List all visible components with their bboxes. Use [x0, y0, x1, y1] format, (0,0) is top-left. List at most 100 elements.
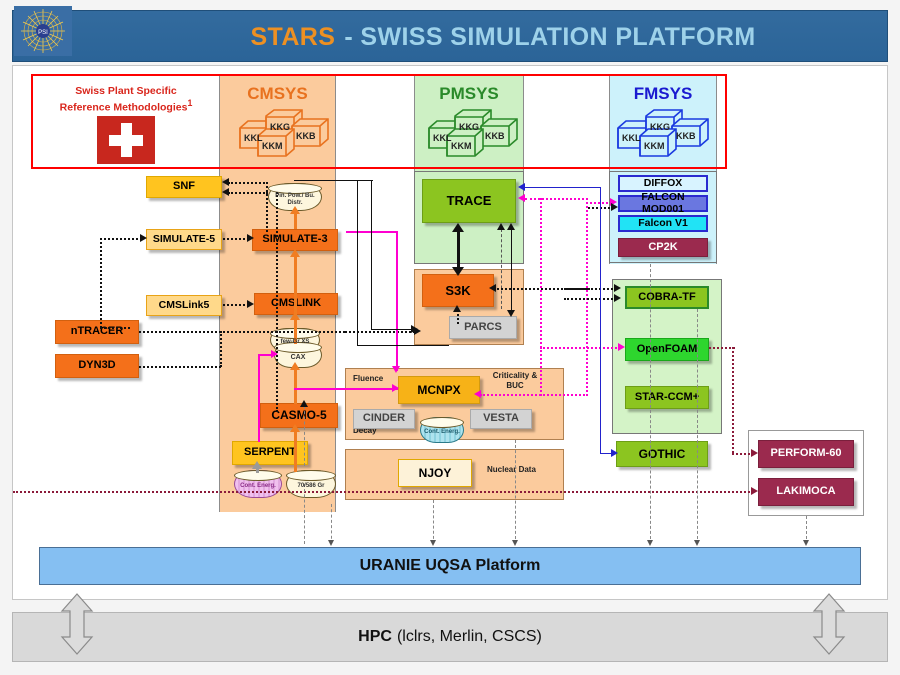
edge-pinpow-h	[294, 180, 372, 181]
svg-text:KKM: KKM	[451, 141, 472, 151]
fmsys-top-cell: FMSYS K	[609, 76, 717, 167]
node-vesta[interactable]: VESTA	[470, 409, 532, 429]
svg-text:KKM: KKM	[644, 141, 665, 151]
arrow-s3k-right	[489, 284, 496, 292]
svg-text:KKL: KKL	[622, 133, 641, 143]
arrow-trace-up	[452, 223, 464, 232]
hpc-link-arrow-right	[812, 593, 846, 655]
arrow-dred-perform	[751, 449, 758, 457]
uranie-platform-bar: URANIE UQSA Platform	[39, 547, 861, 585]
arrow-trace-blue	[518, 183, 525, 191]
title-accent: STARS	[250, 22, 336, 51]
node-falcon-v1[interactable]: Falcon V1	[618, 215, 708, 232]
arrow-mcnpx-top	[392, 366, 400, 373]
arrow-uranie-6	[803, 540, 809, 546]
edge-crit-v2	[540, 198, 542, 396]
arrow-snf-b	[222, 188, 229, 196]
arrow-serpent-up	[252, 461, 262, 469]
arrow-falcon-dotted	[611, 203, 618, 211]
arrow-uranie-1	[328, 540, 334, 546]
cmsys-top-cell: CMSYS K	[219, 76, 336, 167]
edge-trace-parcs	[511, 229, 512, 315]
arrow-sim5-out	[247, 234, 254, 242]
svg-text:KKM: KKM	[262, 141, 283, 151]
edge-to-s3k	[345, 331, 415, 333]
arrow-crit-left	[474, 390, 481, 398]
svg-text:PSI: PSI	[38, 30, 48, 36]
arrow-trace-parcs-up	[507, 223, 515, 230]
node-cobra-tf[interactable]: COBRA-TF	[625, 286, 709, 309]
arrow-sim5-in	[140, 234, 147, 242]
node-star-ccm[interactable]: STAR-CCM+	[625, 386, 709, 409]
edge-ntracer-right	[139, 331, 345, 333]
label-nuclear-data: Nuclear Data	[487, 465, 536, 474]
edge-dyn3d-v	[220, 331, 222, 367]
hpc-label-bold: HPC	[358, 628, 392, 645]
edge-aux-h	[357, 180, 373, 181]
arrow-openfoam-in	[618, 343, 625, 351]
cylinder-cont-energ-cmsys: Cont. Energ.	[234, 470, 282, 498]
edge-blue-gothic	[600, 453, 614, 454]
node-gothic[interactable]: GOTHIC	[616, 441, 708, 467]
label-criticality-buc: Criticality & BUC	[492, 371, 538, 390]
edge-s3k-parcs	[457, 310, 459, 324]
node-cp2k[interactable]: CP2K	[618, 238, 708, 257]
node-casmo-5[interactable]: CASMO-5	[260, 403, 338, 428]
edge-falcon-dotted	[588, 207, 614, 209]
edge-gr-up	[294, 428, 297, 472]
node-s3k[interactable]: S3K	[422, 274, 494, 307]
node-mcnpx[interactable]: MCNPX	[398, 376, 480, 404]
edge-sim3-up	[294, 212, 297, 229]
node-perform-60[interactable]: PERFORM-60	[758, 440, 854, 468]
node-openfoam[interactable]: OpenFOAM	[625, 338, 709, 361]
edge-dyn3d-right	[139, 366, 221, 368]
node-trace[interactable]: TRACE	[422, 179, 516, 223]
node-snf[interactable]: SNF	[146, 176, 222, 198]
edge-casmo-dash	[304, 406, 305, 466]
cylinder-70-586-gr: 70/586 Gr	[286, 470, 336, 498]
node-simulate-5[interactable]: SIMULATE-5	[146, 229, 222, 250]
arrow-trace-parcs-down	[507, 310, 515, 317]
svg-text:KKG: KKG	[650, 122, 670, 132]
edge-cmslink5-out	[223, 304, 249, 306]
arrow-sim3-up	[290, 206, 300, 214]
edge-trace-s3k	[457, 229, 460, 273]
arrow-uranie-4	[647, 540, 653, 546]
node-lakimoca[interactable]: LAKIMOCA	[758, 478, 854, 506]
node-dyn3d[interactable]: DYN3D	[55, 354, 139, 378]
node-ntracer[interactable]: nTRACER	[55, 320, 139, 344]
node-simulate-3[interactable]: SIMULATE-3	[252, 229, 338, 251]
node-diffox[interactable]: DIFFOX	[618, 175, 708, 192]
edge-ntracer-up	[100, 327, 130, 329]
arrow-casmo-mcnpx	[392, 384, 399, 392]
edge-uranie-6	[806, 516, 807, 544]
edge-dred-v	[732, 347, 734, 453]
hpc-bar: HPC (lclrs, Merlin, CSCS)	[12, 612, 888, 662]
edge-cax-up	[294, 316, 297, 344]
svg-text:KKG: KKG	[459, 122, 479, 132]
edge-serpent-up	[256, 465, 259, 473]
label-decay: Decay	[353, 426, 377, 435]
node-njoy[interactable]: NJOY	[398, 459, 472, 487]
edge-uranie-4	[650, 264, 651, 544]
node-cinder[interactable]: CINDER	[353, 409, 415, 429]
edge-crit-falcon	[586, 202, 612, 204]
arrow-casmo-up	[290, 362, 300, 370]
fmsys-title: FMSYS	[633, 84, 693, 103]
edge-mcnpx-top-h	[346, 231, 398, 233]
edge-snf-b	[228, 192, 268, 194]
edge-s3k-right	[494, 288, 590, 290]
edge-trace-dashed	[501, 229, 502, 309]
arrow-pinpow-s3k	[411, 325, 418, 333]
swiss-methodology-label: Swiss Plant Specific Reference Methodolo…	[59, 85, 193, 114]
reference-methodologies-box: CMSYS K	[31, 74, 727, 169]
node-parcs[interactable]: PARCS	[449, 316, 517, 339]
edge-dred-lakimoca	[13, 491, 754, 493]
node-cmslink5[interactable]: CMSLink5	[146, 295, 222, 316]
edge-openfoam-in	[540, 347, 620, 349]
header-bar: STARS - SWISS SIMULATION PLATFORM	[12, 10, 888, 62]
swiss-methodology-cell: Swiss Plant Specific Reference Methodolo…	[33, 76, 219, 167]
node-falcon-mod001[interactable]: FALCON MOD001	[618, 192, 708, 214]
